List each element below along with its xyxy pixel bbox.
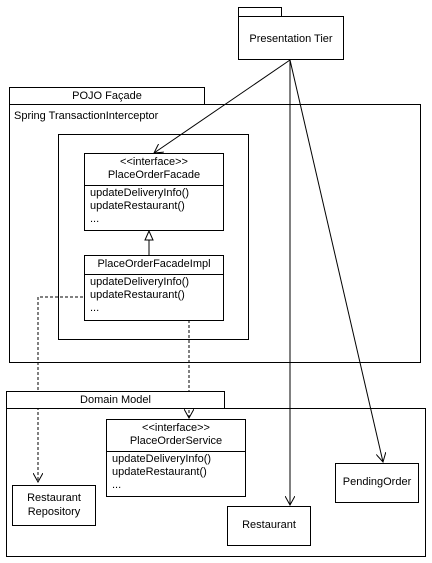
restaurant-repository-line1: Restaurant <box>27 492 81 504</box>
realization-triangle <box>144 229 154 241</box>
pojo-facade-label: POJO Façade <box>72 90 142 102</box>
presentation-tier-box: Presentation Tier <box>238 16 344 60</box>
place-order-service-name: PlaceOrderService <box>129 435 223 447</box>
operation-item: updateRestaurant() <box>112 466 207 478</box>
operation-item: ... <box>112 479 122 491</box>
operation-item: ... <box>90 302 100 314</box>
domain-model-label: Domain Model <box>80 394 151 406</box>
restaurant-repository-class: Restaurant Repository <box>12 485 96 526</box>
pending-order-class: PendingOrder <box>335 463 419 503</box>
pending-order-label: PendingOrder <box>342 476 412 488</box>
interceptor-label: Spring TransactionInterceptor <box>14 110 159 122</box>
place-order-facade-stereotype: <<interface>> <box>120 156 188 168</box>
interceptor-box <box>58 134 249 340</box>
operation-item: updateDeliveryInfo() <box>112 453 212 465</box>
place-order-service-header: <<interface>> PlaceOrderService <box>107 420 245 452</box>
operation-item: updateDeliveryInfo() <box>90 276 190 288</box>
arrow-presentation-to-facade <box>154 59 291 153</box>
presentation-tier-label: Presentation Tier <box>249 33 333 45</box>
restaurant-repository-line2: Repository <box>27 506 81 518</box>
place-order-facade-impl-class: PlaceOrderFacadeImpl updateDeliveryInfo(… <box>84 255 224 321</box>
dependency-impl-to-repository <box>38 296 83 482</box>
operation-item: ... <box>90 213 100 225</box>
place-order-service-operations: updateDeliveryInfo() updateRestaurant() … <box>107 452 245 493</box>
operation-item: updateRestaurant() <box>90 200 185 212</box>
restaurant-label: Restaurant <box>242 519 296 531</box>
place-order-facade-class: <<interface>> PlaceOrderFacade updateDel… <box>84 153 224 231</box>
pojo-facade-box: Spring TransactionInterceptor <box>9 104 421 363</box>
place-order-facade-header: <<interface>> PlaceOrderFacade <box>85 154 223 186</box>
pojo-facade-tab: POJO Façade <box>9 87 205 105</box>
arrow-presentation-to-pendingorder <box>289 59 383 462</box>
operation-item: updateDeliveryInfo() <box>90 187 190 199</box>
restaurant-class: Restaurant <box>227 506 311 546</box>
place-order-facade-operations: updateDeliveryInfo() updateRestaurant() … <box>85 186 223 227</box>
place-order-facade-impl-header: PlaceOrderFacadeImpl <box>85 256 223 275</box>
place-order-service-class: <<interface>> PlaceOrderService updateDe… <box>106 419 246 497</box>
place-order-service-stereotype: <<interface>> <box>142 422 210 434</box>
domain-model-box <box>6 408 426 557</box>
domain-model-tab: Domain Model <box>6 391 225 409</box>
operation-item: updateRestaurant() <box>90 289 185 301</box>
place-order-facade-impl-operations: updateDeliveryInfo() updateRestaurant() … <box>85 275 223 316</box>
place-order-facade-name: PlaceOrderFacade <box>107 169 201 181</box>
